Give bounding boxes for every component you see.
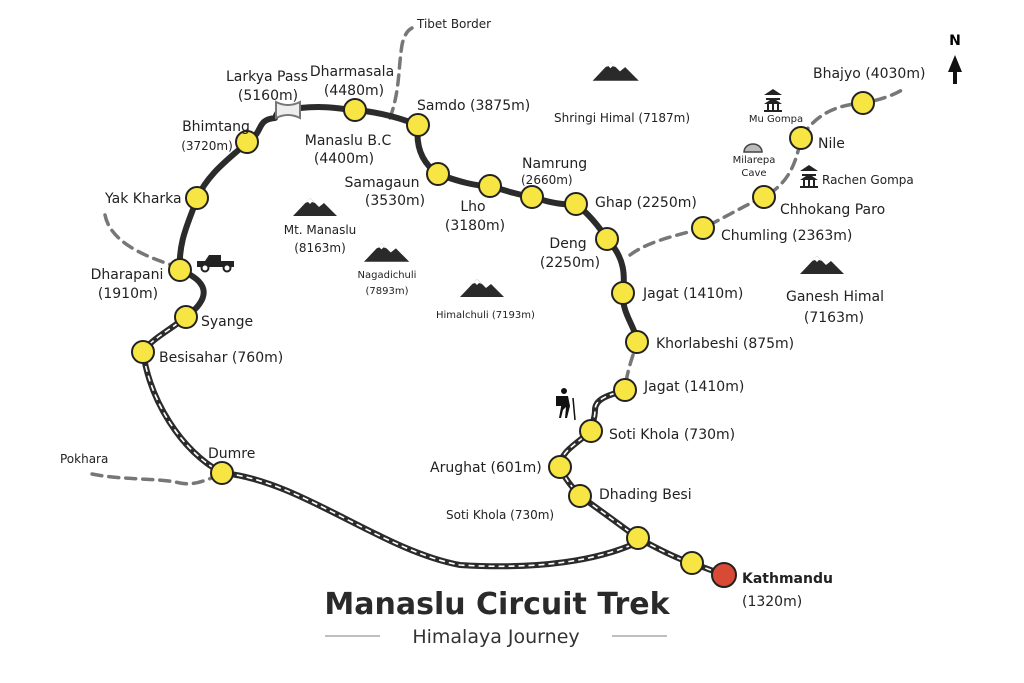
stop-kathmandu[interactable] (711, 562, 737, 588)
label-mu-gompa: Mu Gompa (749, 114, 803, 125)
stop-ghap[interactable] (564, 192, 588, 216)
stop-deng[interactable] (595, 227, 619, 251)
label-bhimtang-alt: (3720m) (181, 139, 233, 153)
label-syange: Syange (201, 314, 253, 330)
label-namrung-alt: (2660m) (521, 173, 573, 187)
map-title: Manaslu Circuit Trek (324, 587, 670, 622)
stop-soti-khola-2[interactable] (626, 526, 650, 550)
stop-dhading-besi[interactable] (568, 484, 592, 508)
mountain-icon-himalchuli (460, 279, 504, 297)
stop-samdo[interactable] (406, 113, 430, 137)
stop-samagaun[interactable] (426, 162, 450, 186)
stop-arughat[interactable] (548, 455, 572, 479)
label-milarepa-cave-2: Cave (741, 168, 766, 179)
hiker-icon (556, 388, 576, 421)
label-samagaun: Samagaun (345, 175, 420, 191)
stop-bhimtang[interactable] (235, 130, 259, 154)
stop-unnamed[interactable] (680, 551, 704, 575)
label-samagaun-alt: (3530m) (365, 193, 425, 209)
label-mt-manaslu-alt: (8163m) (294, 241, 346, 255)
mountain-icon-shringi (592, 61, 639, 81)
label-jagat-2: Jagat (1410m) (643, 379, 744, 395)
stop-dharmasala[interactable] (343, 98, 367, 122)
label-kathmandu: Kathmandu (742, 571, 833, 587)
stop-syange[interactable] (174, 305, 198, 329)
stop-nile[interactable] (789, 126, 813, 150)
stop-dharapani[interactable] (168, 258, 192, 282)
tibet-border-trail (388, 26, 414, 120)
label-jagat-1: Jagat (1410m) (642, 286, 743, 302)
rachen-gompa-icon (800, 165, 818, 188)
label-samdo: Samdo (3875m) (417, 98, 530, 114)
label-ganesh-himal-alt: (7163m) (804, 310, 864, 326)
label-arughat: Arughat (601m) (430, 460, 542, 476)
label-larkya-pass-alt: (5160m) (238, 88, 298, 104)
stop-chhokang-paro[interactable] (752, 185, 776, 209)
label-pokhara: Pokhara (60, 452, 108, 466)
mountain-icon-manaslu (293, 198, 337, 216)
label-bhimtang: Bhimtang (182, 119, 250, 135)
label-dharapani: Dharapani (91, 267, 164, 283)
label-soti-khola-1: Soti Khola (730m) (609, 427, 735, 443)
label-larkya-pass: Larkya Pass (226, 69, 308, 85)
label-chumling: Chumling (2363m) (721, 228, 852, 244)
stop-chumling[interactable] (691, 216, 715, 240)
yak-kharka-side-trail (103, 213, 174, 267)
mountain-icon-ganesh (800, 256, 844, 274)
label-shringi-himal: Shringi Himal (7187m) (554, 111, 690, 125)
label-dumre: Dumre (208, 446, 255, 462)
stop-jagat-1[interactable] (611, 281, 635, 305)
label-rachen-gompa: Rachen Gompa (822, 173, 914, 187)
label-nile: Nile (818, 136, 845, 152)
mu-gompa-icon (764, 89, 782, 112)
stop-dumre[interactable] (210, 461, 234, 485)
label-besisahar: Besisahar (760m) (159, 350, 283, 366)
cave-icon (743, 143, 763, 153)
stop-jagat-2[interactable] (613, 378, 637, 402)
label-dharmasala: Dharmasala (310, 64, 394, 80)
jeep-icon (197, 255, 234, 273)
label-chhokang-paro: Chhokang Paro (780, 202, 885, 218)
label-nagadichuli-alt: (7893m) (366, 286, 409, 297)
label-soti-khola-2: Soti Khola (730m) (446, 508, 554, 522)
mountain-icon-nagadichuli (363, 243, 410, 262)
label-namrung: Namrung (522, 156, 587, 172)
label-dharapani-alt: (1910m) (98, 286, 158, 302)
label-lho-alt: (3180m) (445, 218, 505, 234)
stop-soti-khola-1[interactable] (579, 419, 603, 443)
stop-yak-kharka[interactable] (185, 186, 209, 210)
stop-lho[interactable] (478, 174, 502, 198)
label-deng-alt: (2250m) (540, 255, 600, 271)
label-kathmandu-alt: (1320m) (742, 594, 802, 610)
label-dharmasala-alt: (4480m) (324, 83, 384, 99)
label-deng: Deng (549, 236, 586, 252)
label-manaslu-bc: Manaslu B.C (305, 133, 392, 149)
pokhara-trail (90, 472, 222, 486)
label-nagadichuli: Nagadichuli (358, 270, 417, 281)
label-dhading-besi: Dhading Besi (599, 487, 692, 503)
compass-label: N (949, 33, 961, 49)
label-yak-kharka: Yak Kharka (104, 191, 182, 207)
label-tibet-border: Tibet Border (416, 17, 491, 31)
map-subtitle: Himalaya Journey (412, 626, 579, 648)
label-bhajyo: Bhajyo (4030m) (813, 66, 925, 82)
label-mt-manaslu: Mt. Manaslu (284, 223, 357, 237)
stop-namrung[interactable] (520, 185, 544, 209)
label-ghap: Ghap (2250m) (595, 195, 697, 211)
stop-besisahar[interactable] (131, 340, 155, 364)
stop-bhajyo[interactable] (851, 91, 875, 115)
stop-markers (131, 91, 875, 588)
label-khorlabeshi: Khorlabeshi (875m) (656, 336, 794, 352)
label-milarepa-cave: Milarepa (733, 155, 776, 166)
label-ganesh-himal: Ganesh Himal (786, 289, 884, 305)
pass-icon (275, 100, 301, 120)
label-himalchuli: Himalchuli (7193m) (436, 310, 535, 321)
stop-khorlabeshi[interactable] (625, 330, 649, 354)
label-manaslu-bc-alt: (4400m) (314, 151, 374, 167)
label-lho: Lho (460, 199, 485, 215)
north-arrow-icon (948, 55, 962, 84)
